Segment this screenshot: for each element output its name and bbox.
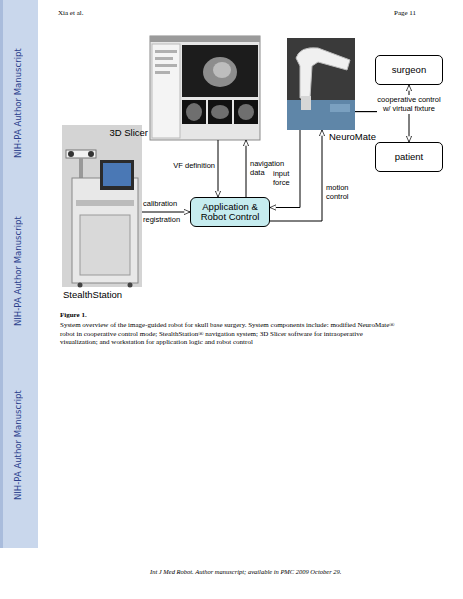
- slice-view: [182, 100, 206, 124]
- actor-box: patient: [375, 142, 443, 172]
- stealthstation-photo: [62, 125, 142, 288]
- window-frame: [150, 36, 260, 140]
- sidebar-watermark: NIH-PA Author Manuscript: [13, 226, 23, 326]
- panel-line: [155, 71, 170, 74]
- robot-arm: [296, 48, 350, 98]
- node-label: StealthStation: [63, 290, 122, 300]
- caster: [128, 283, 133, 288]
- slice-view: [234, 100, 258, 124]
- robot-tool: [301, 96, 311, 110]
- keyboard-shelf: [76, 200, 134, 206]
- camera-lens: [88, 151, 94, 157]
- panel-line: [155, 64, 177, 67]
- node-label: 3D Slicer: [106, 128, 148, 138]
- connector-arrow: [142, 212, 190, 213]
- process-box: Application & Robot Control: [190, 197, 270, 227]
- slice-view: [208, 100, 232, 124]
- 3d-view: [182, 45, 258, 97]
- slice-image: [238, 104, 254, 120]
- node-label: NeuroMate: [329, 132, 376, 142]
- robot-photo-node: NeuroMate: [287, 38, 355, 130]
- sidebar-band: [0, 0, 38, 548]
- photo-background: [287, 38, 355, 130]
- surgical-drape: [287, 100, 355, 130]
- monitor: [100, 160, 134, 190]
- patient-area: [330, 104, 350, 112]
- sidebar-edge: [0, 0, 3, 548]
- connector-arrow: [270, 130, 300, 208]
- page-note: Int J Med Robot. Author manuscript; avai…: [150, 568, 341, 575]
- node-label: Application & Robot Control: [191, 202, 269, 222]
- window-titlebar: [150, 36, 260, 42]
- connector-arrow: [355, 112, 409, 142]
- caster: [78, 283, 83, 288]
- sidebar-watermark: NIH-PA Author Manuscript: [13, 58, 23, 158]
- connector-arrow: [218, 140, 219, 197]
- node-label: surgeon: [392, 65, 426, 75]
- monitor-screen: [103, 163, 131, 186]
- navigation-photo-node: StealthStation: [62, 125, 142, 287]
- slice-image: [211, 105, 229, 119]
- edge-label: cooperative control w/ virtual fixture: [377, 95, 441, 114]
- edge-label: motion control: [326, 184, 366, 201]
- skull-render: [203, 57, 237, 87]
- connector-arrow: [246, 140, 247, 197]
- slice-image: [186, 103, 202, 121]
- cabinet-door: [80, 215, 130, 275]
- page-note: Figure 1.: [60, 311, 87, 319]
- panel-line: [155, 57, 173, 60]
- cart-cabinet: [72, 178, 138, 283]
- edge-label: calibration registration: [143, 196, 189, 228]
- edge-label: input force: [273, 170, 299, 187]
- photo-background: [62, 125, 142, 287]
- neuromate-photo: [287, 38, 355, 130]
- panel-line: [155, 50, 177, 53]
- connector-arrow: [270, 130, 322, 221]
- skull-render: [213, 62, 231, 78]
- control-panel: [152, 44, 180, 138]
- edge-label: VF definition: [150, 162, 215, 171]
- actor-box: surgeon: [375, 55, 443, 85]
- screenshot-node: 3D Slicer: [150, 36, 260, 140]
- slicer-screenshot: [150, 36, 260, 140]
- camera-bar: [66, 150, 96, 158]
- page-note: Page 11: [394, 9, 416, 17]
- page-note: Xia et al.: [58, 9, 83, 17]
- sidebar-watermark: NIH-PA Author Manuscript: [13, 400, 23, 500]
- camera-post: [79, 158, 83, 178]
- node-label: patient: [395, 152, 424, 162]
- figure-caption: System overview of the image-guided robo…: [60, 321, 395, 347]
- camera-lens: [68, 151, 74, 157]
